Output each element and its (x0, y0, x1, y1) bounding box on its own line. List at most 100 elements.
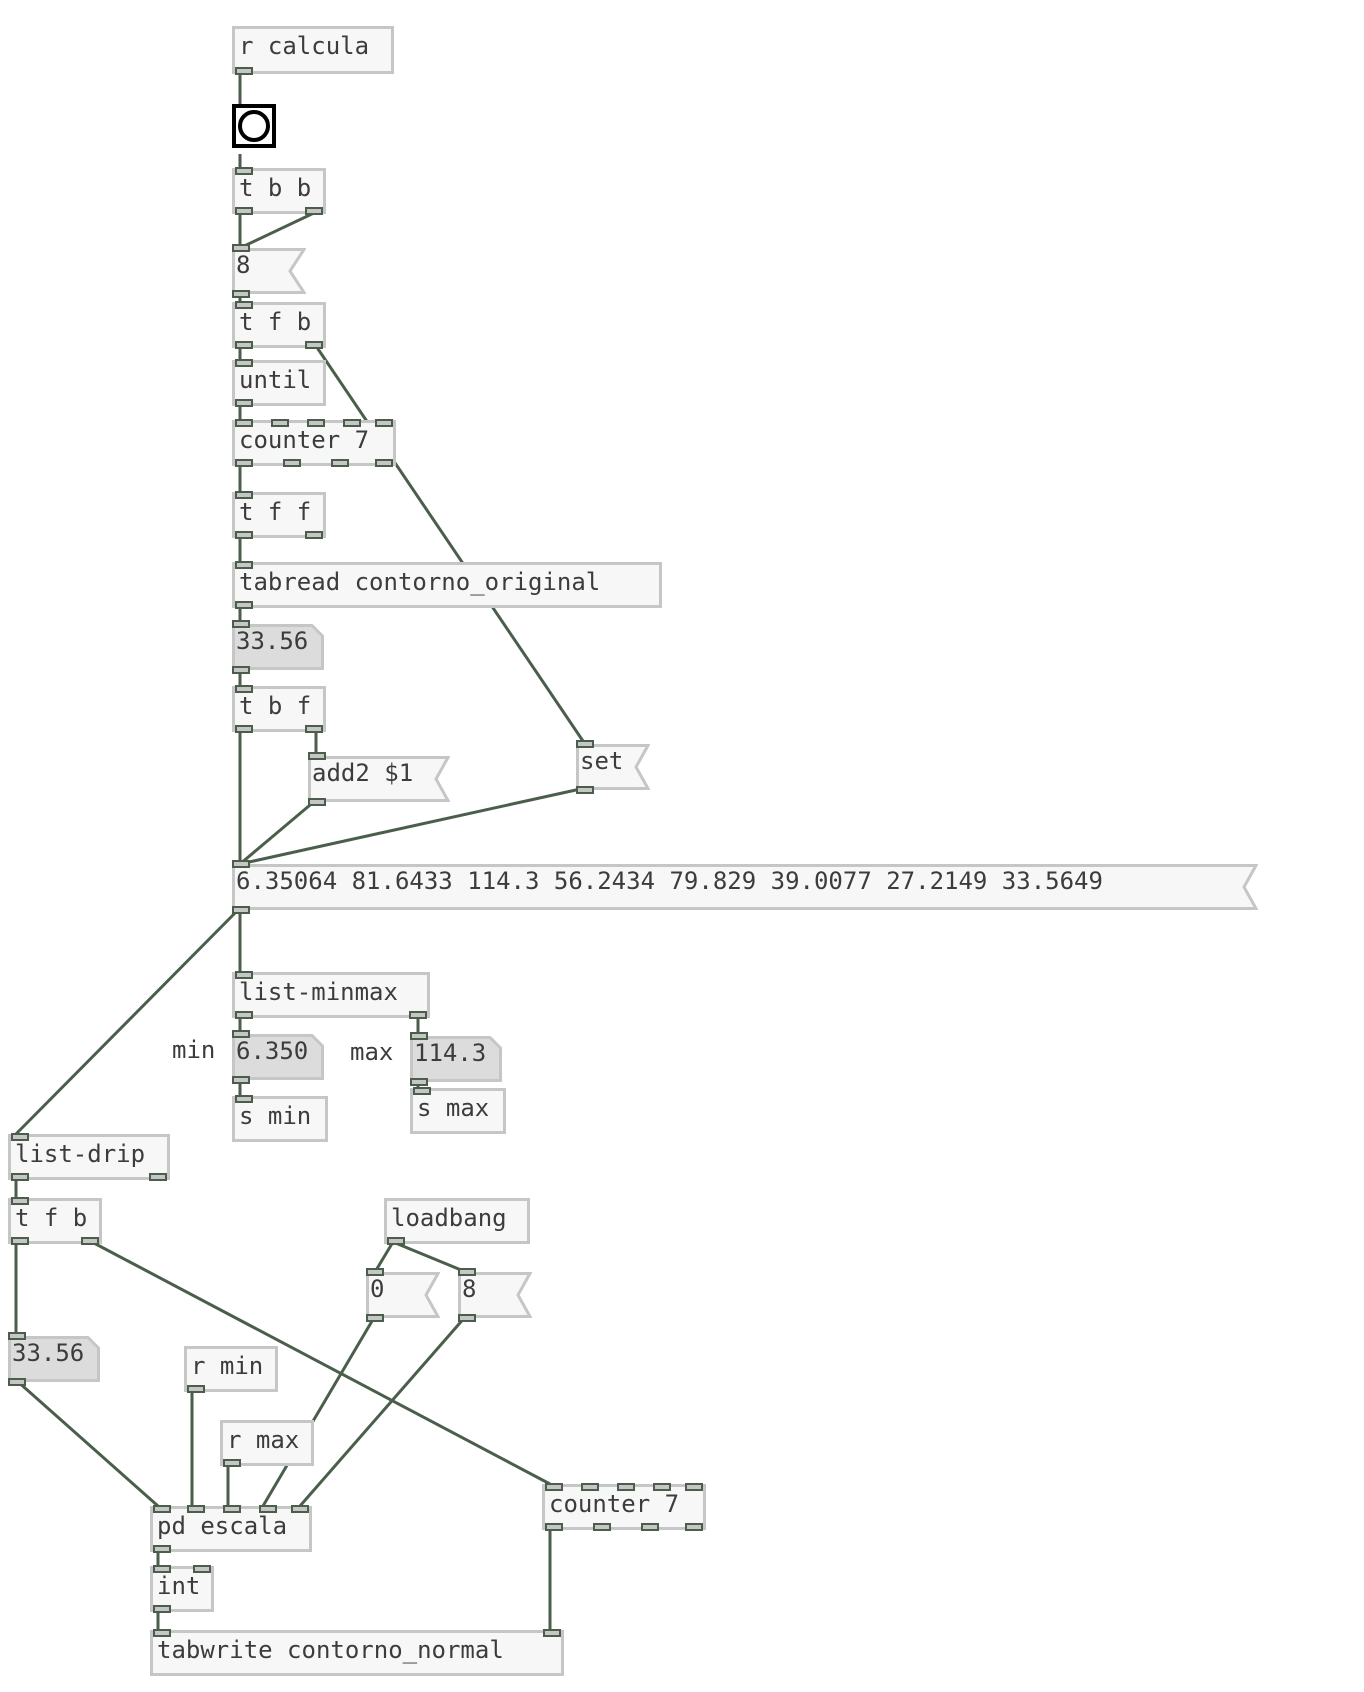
outlet-port[interactable] (458, 1314, 476, 1322)
outlet-port[interactable] (410, 1078, 428, 1086)
outlet-port[interactable] (305, 725, 323, 733)
bang-button[interactable] (232, 104, 276, 148)
inlet-port[interactable] (685, 1483, 703, 1491)
outlet-port[interactable] (545, 1523, 563, 1531)
outlet-port[interactable] (235, 725, 253, 733)
inlet-port[interactable] (232, 620, 250, 628)
inlet-port[interactable] (235, 1095, 253, 1103)
message-8[interactable]: 8 (458, 1268, 532, 1322)
inlet-port[interactable] (232, 860, 250, 868)
message-0[interactable]: 0 (366, 1268, 440, 1322)
message-8[interactable]: 8 (232, 244, 306, 298)
inlet-port[interactable] (153, 1505, 171, 1513)
outlet-port[interactable] (81, 1237, 99, 1245)
send-min-object[interactable]: s min (232, 1095, 328, 1142)
inlet-port[interactable] (653, 1483, 671, 1491)
inlet-port[interactable] (235, 167, 253, 175)
outlet-port[interactable] (232, 666, 250, 674)
inlet-port[interactable] (259, 1505, 277, 1513)
outlet-port[interactable] (308, 798, 326, 806)
outlet-port[interactable] (331, 459, 349, 467)
inlet-port[interactable] (413, 1087, 431, 1095)
number-box-min[interactable]: 6.350 (232, 1030, 324, 1084)
inlet-port[interactable] (232, 244, 250, 252)
inlet-port[interactable] (307, 419, 325, 427)
inlet-port[interactable] (235, 359, 253, 367)
trigger-fb-object[interactable]: t f b (8, 1197, 102, 1245)
outlet-port[interactable] (409, 1011, 427, 1019)
inlet-port[interactable] (235, 561, 253, 569)
outlet-port[interactable] (223, 1459, 241, 1467)
receive-min-object[interactable]: r min (184, 1346, 278, 1393)
outlet-port[interactable] (305, 207, 323, 215)
trigger-bb-object[interactable]: t b b (232, 167, 326, 215)
outlet-port[interactable] (235, 459, 253, 467)
outlet-port[interactable] (235, 1011, 253, 1019)
inlet-port[interactable] (193, 1565, 211, 1573)
inlet-port[interactable] (11, 1197, 29, 1205)
number-box[interactable]: 33.56 (8, 1332, 100, 1386)
outlet-port[interactable] (305, 531, 323, 539)
outlet-port[interactable] (232, 1076, 250, 1084)
message-set[interactable]: set (576, 740, 650, 794)
outlet-port[interactable] (235, 341, 253, 349)
int-object[interactable]: int (150, 1565, 214, 1613)
trigger-ff-object[interactable]: t f f (232, 491, 326, 539)
until-object[interactable]: until (232, 359, 326, 407)
outlet-port[interactable] (641, 1523, 659, 1531)
inlet-port[interactable] (153, 1629, 171, 1637)
outlet-port[interactable] (283, 459, 301, 467)
tabread-object[interactable]: tabread contorno_original (232, 561, 662, 609)
outlet-port[interactable] (232, 290, 250, 298)
pd-escala-subpatch[interactable]: pd escala (150, 1505, 312, 1553)
inlet-port[interactable] (223, 1505, 241, 1513)
outlet-port[interactable] (235, 531, 253, 539)
number-box[interactable]: 33.56 (232, 620, 324, 674)
inlet-port[interactable] (410, 1032, 428, 1040)
outlet-port[interactable] (153, 1605, 171, 1613)
receive-calcula-object[interactable]: r calcula (232, 26, 394, 75)
outlet-port[interactable] (593, 1523, 611, 1531)
inlet-port[interactable] (343, 419, 361, 427)
inlet-port[interactable] (375, 419, 393, 427)
inlet-port[interactable] (235, 419, 253, 427)
outlet-port[interactable] (387, 1237, 405, 1245)
trigger-bf-object[interactable]: t b f (232, 685, 326, 733)
message-add2[interactable]: add2 $1 (308, 752, 450, 806)
outlet-port[interactable] (232, 906, 250, 914)
send-max-object[interactable]: s max (410, 1087, 506, 1134)
trigger-fb-object[interactable]: t f b (232, 301, 326, 349)
outlet-port[interactable] (235, 67, 253, 75)
inlet-port[interactable] (271, 419, 289, 427)
outlet-port[interactable] (149, 1173, 167, 1181)
inlet-port[interactable] (617, 1483, 635, 1491)
outlet-port[interactable] (375, 459, 393, 467)
outlet-port[interactable] (576, 786, 594, 794)
list-drip-object[interactable]: list-drip (8, 1133, 170, 1181)
inlet-port[interactable] (543, 1629, 561, 1637)
inlet-port[interactable] (11, 1133, 29, 1141)
inlet-port[interactable] (366, 1268, 384, 1276)
inlet-port[interactable] (235, 971, 253, 979)
outlet-port[interactable] (153, 1545, 171, 1553)
outlet-port[interactable] (187, 1385, 205, 1393)
inlet-port[interactable] (581, 1483, 599, 1491)
inlet-port[interactable] (235, 685, 253, 693)
counter-object[interactable]: counter 7 (232, 419, 396, 467)
inlet-port[interactable] (235, 301, 253, 309)
counter-object[interactable]: counter 7 (542, 1483, 706, 1531)
tabwrite-object[interactable]: tabwrite contorno_normal (150, 1629, 564, 1676)
inlet-port[interactable] (576, 740, 594, 748)
inlet-port[interactable] (153, 1565, 171, 1573)
inlet-port[interactable] (545, 1483, 563, 1491)
outlet-port[interactable] (8, 1378, 26, 1386)
outlet-port[interactable] (11, 1173, 29, 1181)
outlet-port[interactable] (11, 1237, 29, 1245)
outlet-port[interactable] (685, 1523, 703, 1531)
outlet-port[interactable] (235, 207, 253, 215)
list-minmax-object[interactable]: list-minmax (232, 971, 430, 1019)
inlet-port[interactable] (232, 1030, 250, 1038)
inlet-port[interactable] (8, 1332, 26, 1340)
outlet-port[interactable] (305, 341, 323, 349)
message-list-values[interactable]: 6.35064 81.6433 114.3 56.2434 79.829 39.… (232, 860, 1258, 914)
